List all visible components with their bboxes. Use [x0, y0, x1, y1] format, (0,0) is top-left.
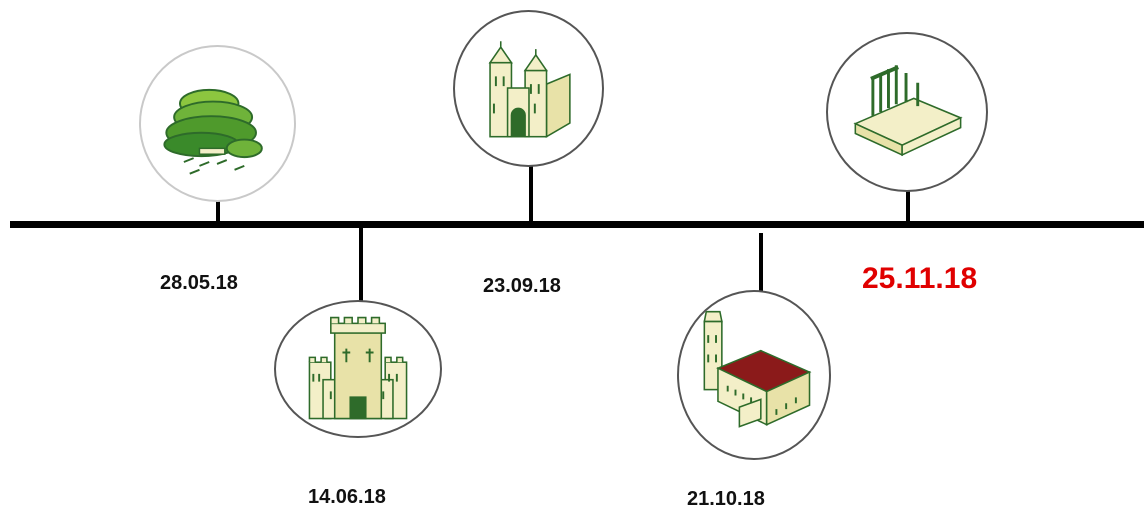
event-date: 21.10.18 — [677, 484, 775, 515]
event-icon-circle — [453, 10, 604, 167]
event-date-highlighted: 25.11.18 — [852, 258, 988, 300]
event-icon-circle — [274, 300, 442, 438]
event-date: 14.06.18 — [298, 482, 396, 513]
event-date: 28.05.18 — [150, 268, 248, 299]
event-icon-circle — [677, 290, 831, 460]
monastery-icon — [703, 310, 812, 428]
timeline-axis — [10, 221, 1144, 228]
event-connector — [906, 190, 910, 225]
event-connector — [759, 233, 763, 291]
event-icon-circle — [139, 45, 296, 202]
roman-ruins-icon — [853, 65, 963, 157]
castle-icon — [308, 316, 408, 420]
event-connector — [216, 198, 220, 225]
event-connector — [359, 226, 363, 312]
event-icon-circle — [826, 32, 988, 192]
event-date: 23.09.18 — [473, 271, 571, 302]
event-connector — [529, 166, 533, 225]
garden-icon — [163, 88, 263, 175]
cathedral-icon — [488, 41, 571, 139]
